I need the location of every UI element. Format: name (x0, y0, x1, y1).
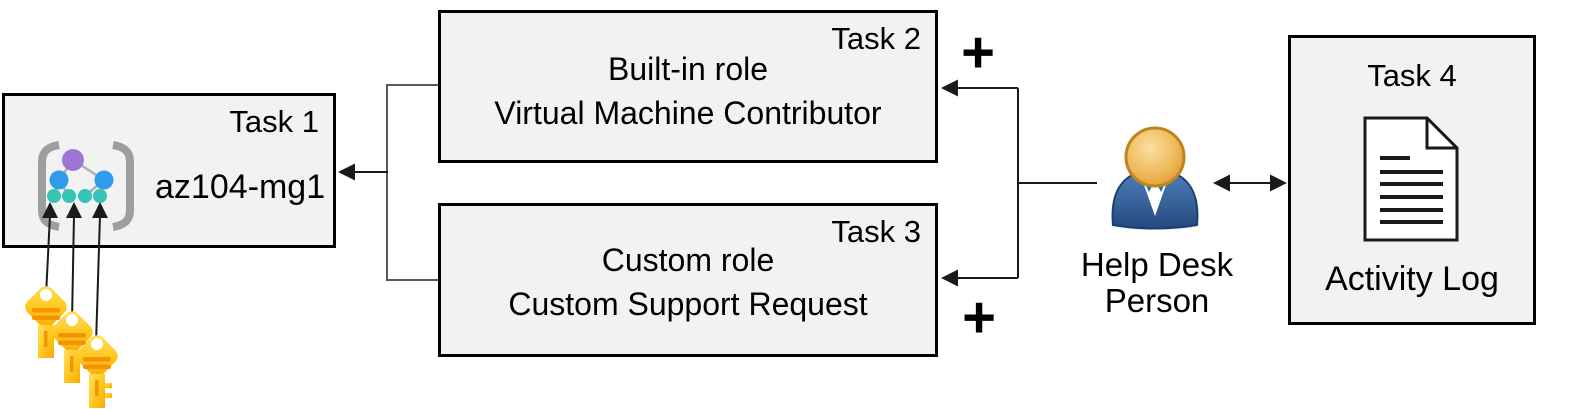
plus-sign-top: + (961, 20, 995, 85)
task2-box: Task 2 Built-in role Virtual Machine Con… (438, 10, 938, 163)
task4-caption: Activity Log (1325, 260, 1499, 298)
plus-sign-bottom: + (962, 285, 996, 350)
person-caption-line1: Help Desk (1080, 246, 1234, 283)
connector-roles-to-task1 (338, 84, 438, 281)
task4-label: Task 4 (1367, 58, 1457, 93)
key-icon (25, 286, 67, 358)
task1-box: Task 1 az104-mg1 (2, 93, 336, 248)
person-icon (1111, 126, 1199, 230)
key-icon (76, 335, 118, 408)
task2-label: Task 2 (831, 21, 921, 56)
person-caption-line2: Person (1104, 282, 1210, 319)
task3-role-type: Custom role (601, 242, 775, 278)
task2-role-type: Built-in role (607, 51, 769, 87)
key-icon (51, 311, 93, 383)
task3-box: Task 3 Custom role Custom Support Reques… (438, 203, 938, 357)
task3-label: Task 3 (831, 214, 921, 249)
task3-role-name: Custom Support Request (508, 286, 868, 322)
person-caption: Help Desk Person (1057, 247, 1257, 319)
task4-box: Task 4 Activity Log (1288, 35, 1536, 325)
task2-role-name: Virtual Machine Contributor (494, 95, 882, 131)
task1-label: Task 1 (229, 104, 319, 139)
connector-person-to-task4 (1213, 174, 1287, 192)
management-group-name: az104-mg1 (155, 168, 326, 206)
